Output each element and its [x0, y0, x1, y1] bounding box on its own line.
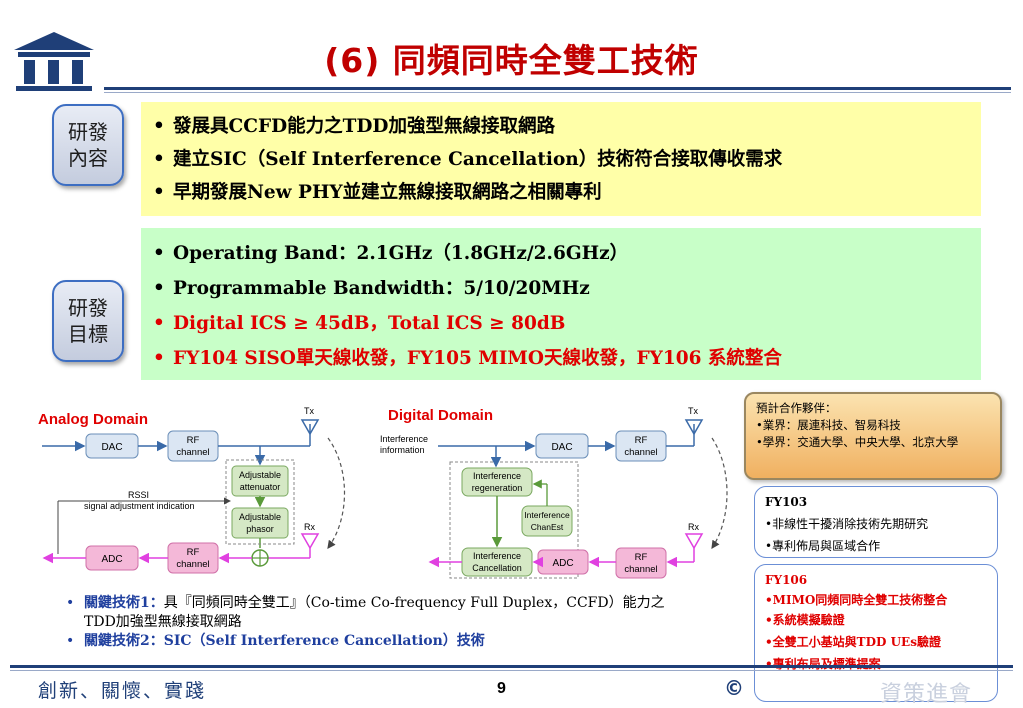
sic-block-diagram: Analog Domain DAC RF channel Tx Adjustab…	[38, 406, 728, 579]
digital-interference-info-label1: Interference	[380, 434, 428, 444]
analog-rf-rx-label1: RF	[187, 547, 200, 558]
digital-cancel-label2: Cancellation	[472, 563, 522, 573]
fy106-title: FY106	[765, 573, 808, 587]
digital-rf-rx-block	[615, 547, 667, 579]
digital-tx-label: Tx	[688, 406, 698, 416]
list-item: 發展具CCFD能力之TDD加強型無線接取網路	[153, 110, 969, 143]
analog-domain-title: Analog Domain	[38, 411, 148, 428]
key-tech-2: 關鍵技術2：SIC（Self Interference Cancellation…	[62, 632, 682, 651]
list-item: •系統模擬驗證	[765, 613, 845, 627]
analog-attenuator-label1: Adjustable	[239, 470, 281, 480]
analog-dac-label: DAC	[101, 442, 122, 453]
list-item: FY104 SISO單天線收發，FY105 MIMO天線收發，FY106 系統整…	[153, 341, 969, 376]
key-technologies-list: 關鍵技術1：具『同頻同時全雙工』（Co-time Co-frequency Fu…	[62, 594, 682, 651]
page-number: 9	[497, 680, 506, 697]
partners-industry: •業界：展連科技、智易科技	[756, 418, 901, 432]
digital-cancel-label1: Interference	[473, 551, 521, 561]
dev-content-list: 發展具CCFD能力之TDD加強型無線接取網路 建立SIC（Self Interf…	[153, 110, 969, 209]
list-item: Operating Band：2.1GHz（1.8GHz/2.6GHz）	[153, 236, 969, 271]
analog-tx-label: Tx	[304, 406, 314, 416]
partners-title: 預計合作夥伴：	[756, 401, 837, 415]
digital-rf-rx-label1: RF	[635, 552, 648, 563]
list-item: •MIMO同頻同時全雙工技術整合	[765, 593, 948, 607]
digital-adc-label: ADC	[552, 558, 573, 569]
list-item: •全雙工小基站與TDD UEs驗證	[765, 635, 941, 649]
digital-canceller-group	[449, 461, 579, 579]
digital-interference-info-label2: information	[380, 445, 425, 455]
footer-divider-thin	[10, 670, 1013, 671]
list-item: •專利布局及標準提案	[765, 657, 881, 671]
section-label-dev-content: 研發內容	[52, 104, 124, 186]
list-item: Digital ICS ≥ 45dB，Total ICS ≥ 80dB	[153, 306, 969, 341]
title-divider-thin	[104, 92, 1011, 93]
digital-rx-antenna-icon	[684, 533, 704, 550]
digital-domain-title: Digital Domain	[388, 407, 493, 424]
fy103-title: FY103	[765, 495, 808, 509]
analog-rx-antenna-icon	[300, 533, 320, 550]
key-tech-2-text: 關鍵技術2：SIC（Self Interference Cancellation…	[84, 633, 485, 649]
copyright-icon: ©	[724, 676, 744, 700]
list-item: •專利佈局與區域合作	[765, 539, 881, 553]
partners-academia: •學界：交通大學、中央大學、北京大學	[756, 435, 959, 449]
digital-coupling-curve	[711, 437, 728, 549]
title-divider	[104, 87, 1011, 90]
list-item: •非線性干擾消除技術先期研究	[765, 517, 929, 531]
analog-rssi-label: RSSI	[128, 490, 149, 500]
analog-rf-tx-label2: channel	[176, 447, 209, 458]
digital-regen-label1: Interference	[473, 471, 521, 481]
analog-rf-tx-label1: RF	[187, 435, 200, 446]
key-tech-1: 關鍵技術1：具『同頻同時全雙工』（Co-time Co-frequency Fu…	[62, 594, 682, 632]
analog-phasor-label2: phasor	[246, 524, 274, 534]
page-title: (6) 同頻同時全雙工技術	[324, 41, 699, 80]
list-item: 早期發展New PHY並建立無線接取網路之相關專利	[153, 176, 969, 209]
fy106-panel: FY106 •MIMO同頻同時全雙工技術整合 •系統模擬驗證 •全雙工小基站與T…	[754, 564, 998, 702]
digital-regen-label2: regeneration	[472, 483, 523, 493]
analog-rf-rx-label2: channel	[176, 559, 209, 570]
digital-dac-label: DAC	[551, 442, 572, 453]
list-item: Programmable Bandwidth：5/10/20MHz	[153, 271, 969, 306]
section-label-dev-goals: 研發目標	[52, 280, 124, 362]
footer-org-watermark: 資策進會	[880, 682, 973, 707]
dev-goals-list: Operating Band：2.1GHz（1.8GHz/2.6GHz） Pro…	[153, 236, 969, 376]
digital-rx-label: Rx	[688, 522, 699, 532]
analog-attenuator-label2: attenuator	[240, 482, 281, 492]
key-tech-1-heading: 關鍵技術1：	[84, 595, 164, 611]
digital-chanest-label1: Interference	[524, 510, 570, 520]
analog-phasor-label1: Adjustable	[239, 512, 281, 522]
analog-adc-label: ADC	[101, 554, 122, 565]
pillars-logo-icon	[14, 32, 94, 91]
digital-tx-antenna-icon	[684, 419, 704, 436]
digital-rf-rx-label2: channel	[624, 564, 657, 575]
analog-signal-adj-label: signal adjustment indication	[84, 501, 195, 511]
key-tech-1-body: 具『同頻同時全雙工』（Co-time Co-frequency Full Dup…	[84, 595, 665, 630]
digital-rf-tx-label2: channel	[624, 447, 657, 458]
fy103-panel: FY103 •非線性干擾消除技術先期研究 •專利佈局與區域合作	[754, 486, 998, 558]
dev-goals-box: Operating Band：2.1GHz（1.8GHz/2.6GHz） Pro…	[141, 228, 981, 380]
digital-chanest-label2: ChanEst	[531, 522, 564, 532]
dev-content-box: 發展具CCFD能力之TDD加強型無線接取網路 建立SIC（Self Interf…	[141, 102, 981, 216]
list-item: 建立SIC（Self Interference Cancellation）技術符…	[153, 143, 969, 176]
footer-divider	[10, 665, 1013, 668]
partners-panel: 預計合作夥伴： •業界：展連科技、智易科技 •學界：交通大學、中央大學、北京大學	[744, 392, 1002, 480]
digital-rf-tx-label1: RF	[635, 435, 648, 446]
analog-rx-label: Rx	[304, 522, 315, 532]
analog-coupling-curve	[327, 437, 346, 549]
analog-tx-antenna-icon	[300, 419, 320, 436]
footer-slogan: 創新、關懷、實踐	[38, 680, 207, 702]
